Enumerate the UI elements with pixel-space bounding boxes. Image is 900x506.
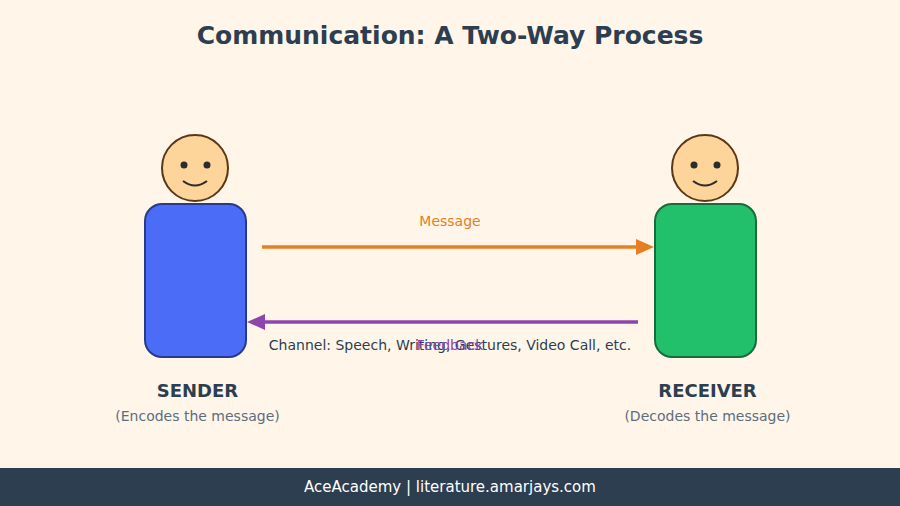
message-label: Message: [0, 213, 900, 229]
arrow-shaft: [262, 245, 638, 249]
role-heading: SENDER: [66, 380, 329, 401]
footer-band: AceAcademy | literature.amarjays.com: [0, 468, 900, 506]
arrow-head: [247, 314, 265, 330]
receiver-head: [672, 135, 738, 201]
eye: [204, 162, 211, 169]
receiver-figure: RECEIVER(Decodes the message): [654, 203, 757, 358]
arrow-head: [636, 239, 654, 255]
footer-text: AceAcademy | literature.amarjays.com: [0, 478, 900, 496]
head-circle: [672, 135, 738, 201]
sender-figure: SENDER(Encodes the message): [144, 203, 247, 358]
role-description: (Decodes the message): [576, 408, 839, 424]
arrow-shaft: [263, 320, 638, 324]
feedback-label: Feedback: [0, 337, 900, 353]
smile: [693, 181, 717, 186]
eye: [691, 162, 698, 169]
diagram-title: Communication: A Two-Way Process: [0, 21, 900, 50]
feedback-arrow: [247, 314, 638, 330]
eye: [714, 162, 721, 169]
role-description: (Encodes the message): [66, 408, 329, 424]
message-arrow: [262, 239, 654, 255]
eye: [181, 162, 188, 169]
smile: [183, 181, 207, 186]
sender-head: [162, 135, 228, 201]
head-circle: [162, 135, 228, 201]
role-heading: RECEIVER: [576, 380, 839, 401]
